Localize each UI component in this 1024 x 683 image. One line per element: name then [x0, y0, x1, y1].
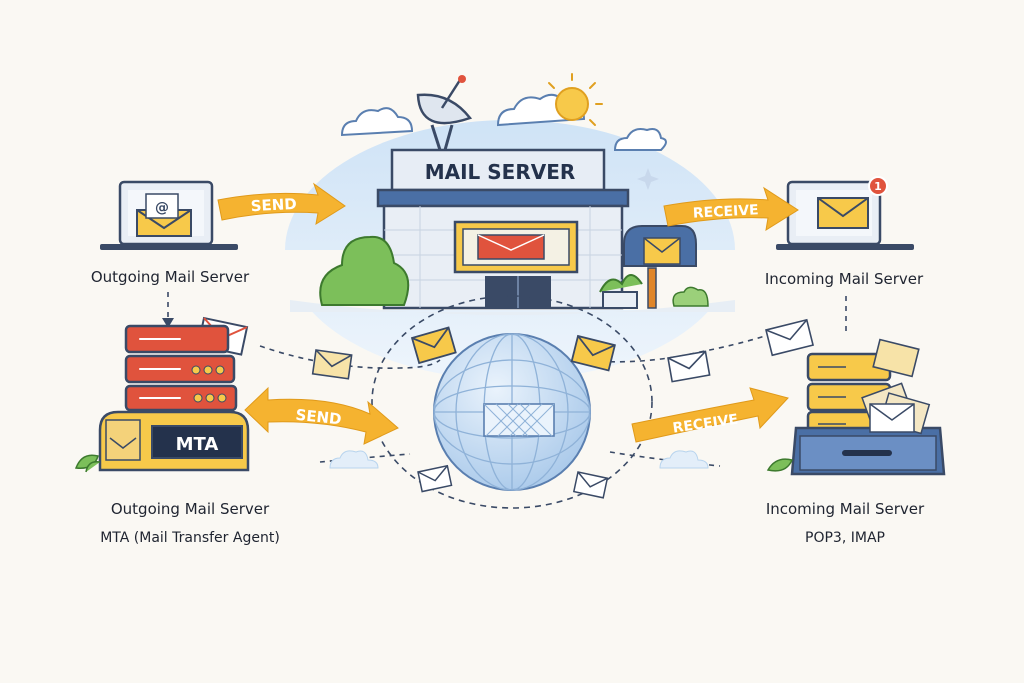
- mta-server-stack: [98, 324, 250, 472]
- notification-badge: [868, 176, 888, 196]
- envelope-icon: [311, 349, 353, 380]
- laptop-outgoing: [100, 180, 238, 250]
- sparkle-icon: [637, 168, 659, 190]
- envelope-icon: [417, 464, 453, 493]
- label-incoming-top: Incoming Mail Server: [764, 270, 924, 288]
- envelope-icon: [572, 471, 609, 499]
- laptop-incoming: [776, 180, 914, 250]
- cloud-icon: [329, 450, 709, 469]
- cloud-icon: [613, 128, 667, 151]
- label-protocols: POP3, IMAP: [805, 530, 885, 546]
- building-sign: MAIL SERVER: [424, 160, 576, 184]
- receive-arrow-bottom: [631, 387, 789, 443]
- label-outgoing-bottom: Outgoing Mail Server: [110, 500, 270, 518]
- mta-label: MTA: [176, 434, 219, 455]
- send-arrow-bottom: [244, 386, 399, 445]
- mail-server-building: [376, 148, 630, 310]
- notification-count: 1: [874, 180, 882, 193]
- globe-icon: [371, 295, 653, 509]
- envelope-icon: [570, 334, 616, 372]
- mailbox-icon: [623, 225, 697, 309]
- send-label-bottom: SEND: [295, 406, 343, 429]
- envelope-icon: [765, 318, 815, 357]
- leaf-icon: [766, 458, 794, 472]
- send-label-top: SEND: [250, 195, 297, 215]
- envelope-icon: [667, 350, 711, 383]
- sun-icon: [548, 73, 603, 126]
- label-outgoing-top: Outgoing Mail Server: [90, 268, 250, 286]
- incoming-server-stack: [790, 338, 946, 476]
- receive-arrow-top: [663, 186, 799, 232]
- envelope-icon: [410, 326, 457, 365]
- cloud-icon: [340, 107, 414, 137]
- label-incoming-bottom: Incoming Mail Server: [765, 500, 925, 518]
- receive-label-top: RECEIVE: [693, 202, 760, 221]
- leaf-icon: [74, 454, 101, 473]
- at-symbol-icon: @: [155, 200, 169, 216]
- label-mta-description: MTA (Mail Transfer Agent): [100, 530, 280, 546]
- down-arrow-icon: [162, 318, 174, 328]
- satellite-dish-icon: [416, 75, 473, 151]
- bush-icon: [319, 235, 410, 306]
- shrub-icon: [672, 286, 709, 307]
- plant-icon: [599, 274, 643, 309]
- send-arrow-top: [217, 182, 346, 226]
